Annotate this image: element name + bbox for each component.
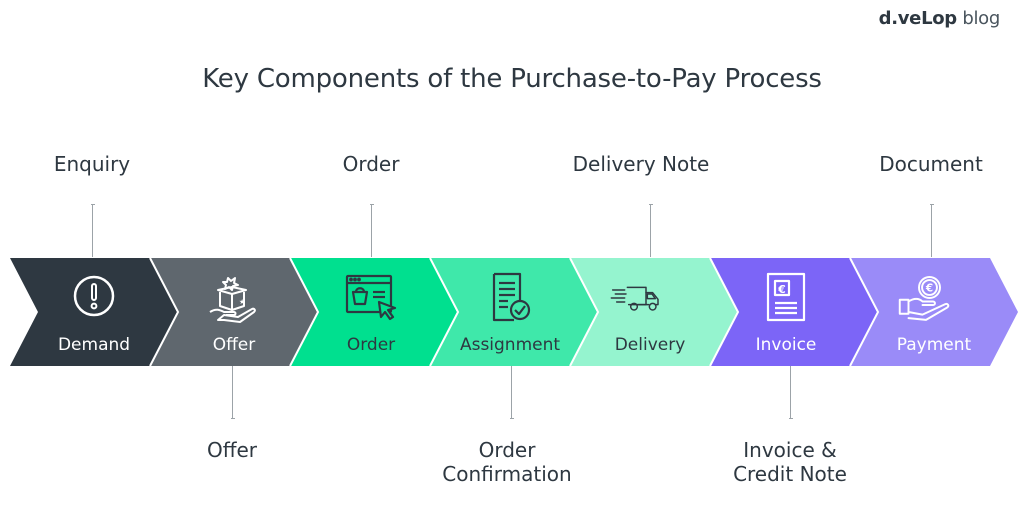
svg-text:★: ★: [239, 298, 245, 306]
step-label-order: Order: [346, 335, 396, 355]
chevron-delivery: [570, 258, 738, 366]
shopping-window-cursor-icon: [345, 274, 397, 321]
svg-text:€: €: [925, 282, 933, 294]
top-label-order: Order: [342, 152, 400, 176]
delivery-truck-icon: [610, 286, 659, 311]
chevron-assignment: [430, 258, 598, 366]
connector-delivery-note: [648, 204, 653, 257]
bottom-label-order-confirmation: Order Confirmation: [397, 438, 617, 486]
connector-enquiry: [90, 204, 95, 257]
svg-text:€: €: [777, 283, 786, 296]
brand-name: d.veLop: [878, 8, 958, 29]
bottom-label-invoice-credit-note: Invoice & Credit Note: [680, 438, 900, 486]
page-title: Key Components of the Purchase-to-Pay Pr…: [202, 64, 822, 94]
connector-document: [929, 204, 934, 257]
connector-order: [369, 204, 374, 257]
connector-offer: [230, 366, 235, 419]
bottom-label-offer: Offer: [122, 438, 342, 462]
bottom-label-invoice-credit-note-line1: Invoice &: [743, 438, 837, 462]
top-label-enquiry: Enquiry: [53, 152, 131, 176]
connector-invoice-credit-note: [788, 366, 793, 419]
step-label-invoice: Invoice: [755, 335, 817, 355]
bottom-label-order-confirmation-line1: Order: [478, 438, 536, 462]
connector-order-confirmation: [509, 366, 514, 419]
brand-suffix: blog: [962, 8, 1000, 29]
step-label-payment: Payment: [896, 335, 972, 355]
chevron-payment: [850, 258, 1018, 366]
step-label-demand: Demand: [57, 335, 131, 355]
step-label-assignment: Assignment: [459, 335, 561, 355]
euro-coin-hand-icon: €: [898, 276, 950, 321]
bottom-label-invoice-credit-note-line2: Credit Note: [733, 462, 847, 486]
top-label-document: Document: [879, 152, 983, 176]
brand-logo: d.veLop blog: [878, 8, 1001, 29]
step-label-delivery: Delivery: [614, 335, 686, 355]
bottom-label-order-confirmation-line2: Confirmation: [442, 462, 572, 486]
euro-invoice-icon: €: [766, 272, 806, 322]
exclamation-circle-icon: [73, 275, 115, 317]
document-check-icon: [492, 272, 531, 322]
step-label-offer: Offer: [212, 335, 256, 355]
bottom-label-offer-line1: Offer: [206, 438, 258, 462]
chevron-demand: [10, 258, 178, 366]
gift-box-hand-icon: ★: [209, 277, 256, 323]
top-label-delivery-note: Delivery Note: [572, 152, 710, 176]
